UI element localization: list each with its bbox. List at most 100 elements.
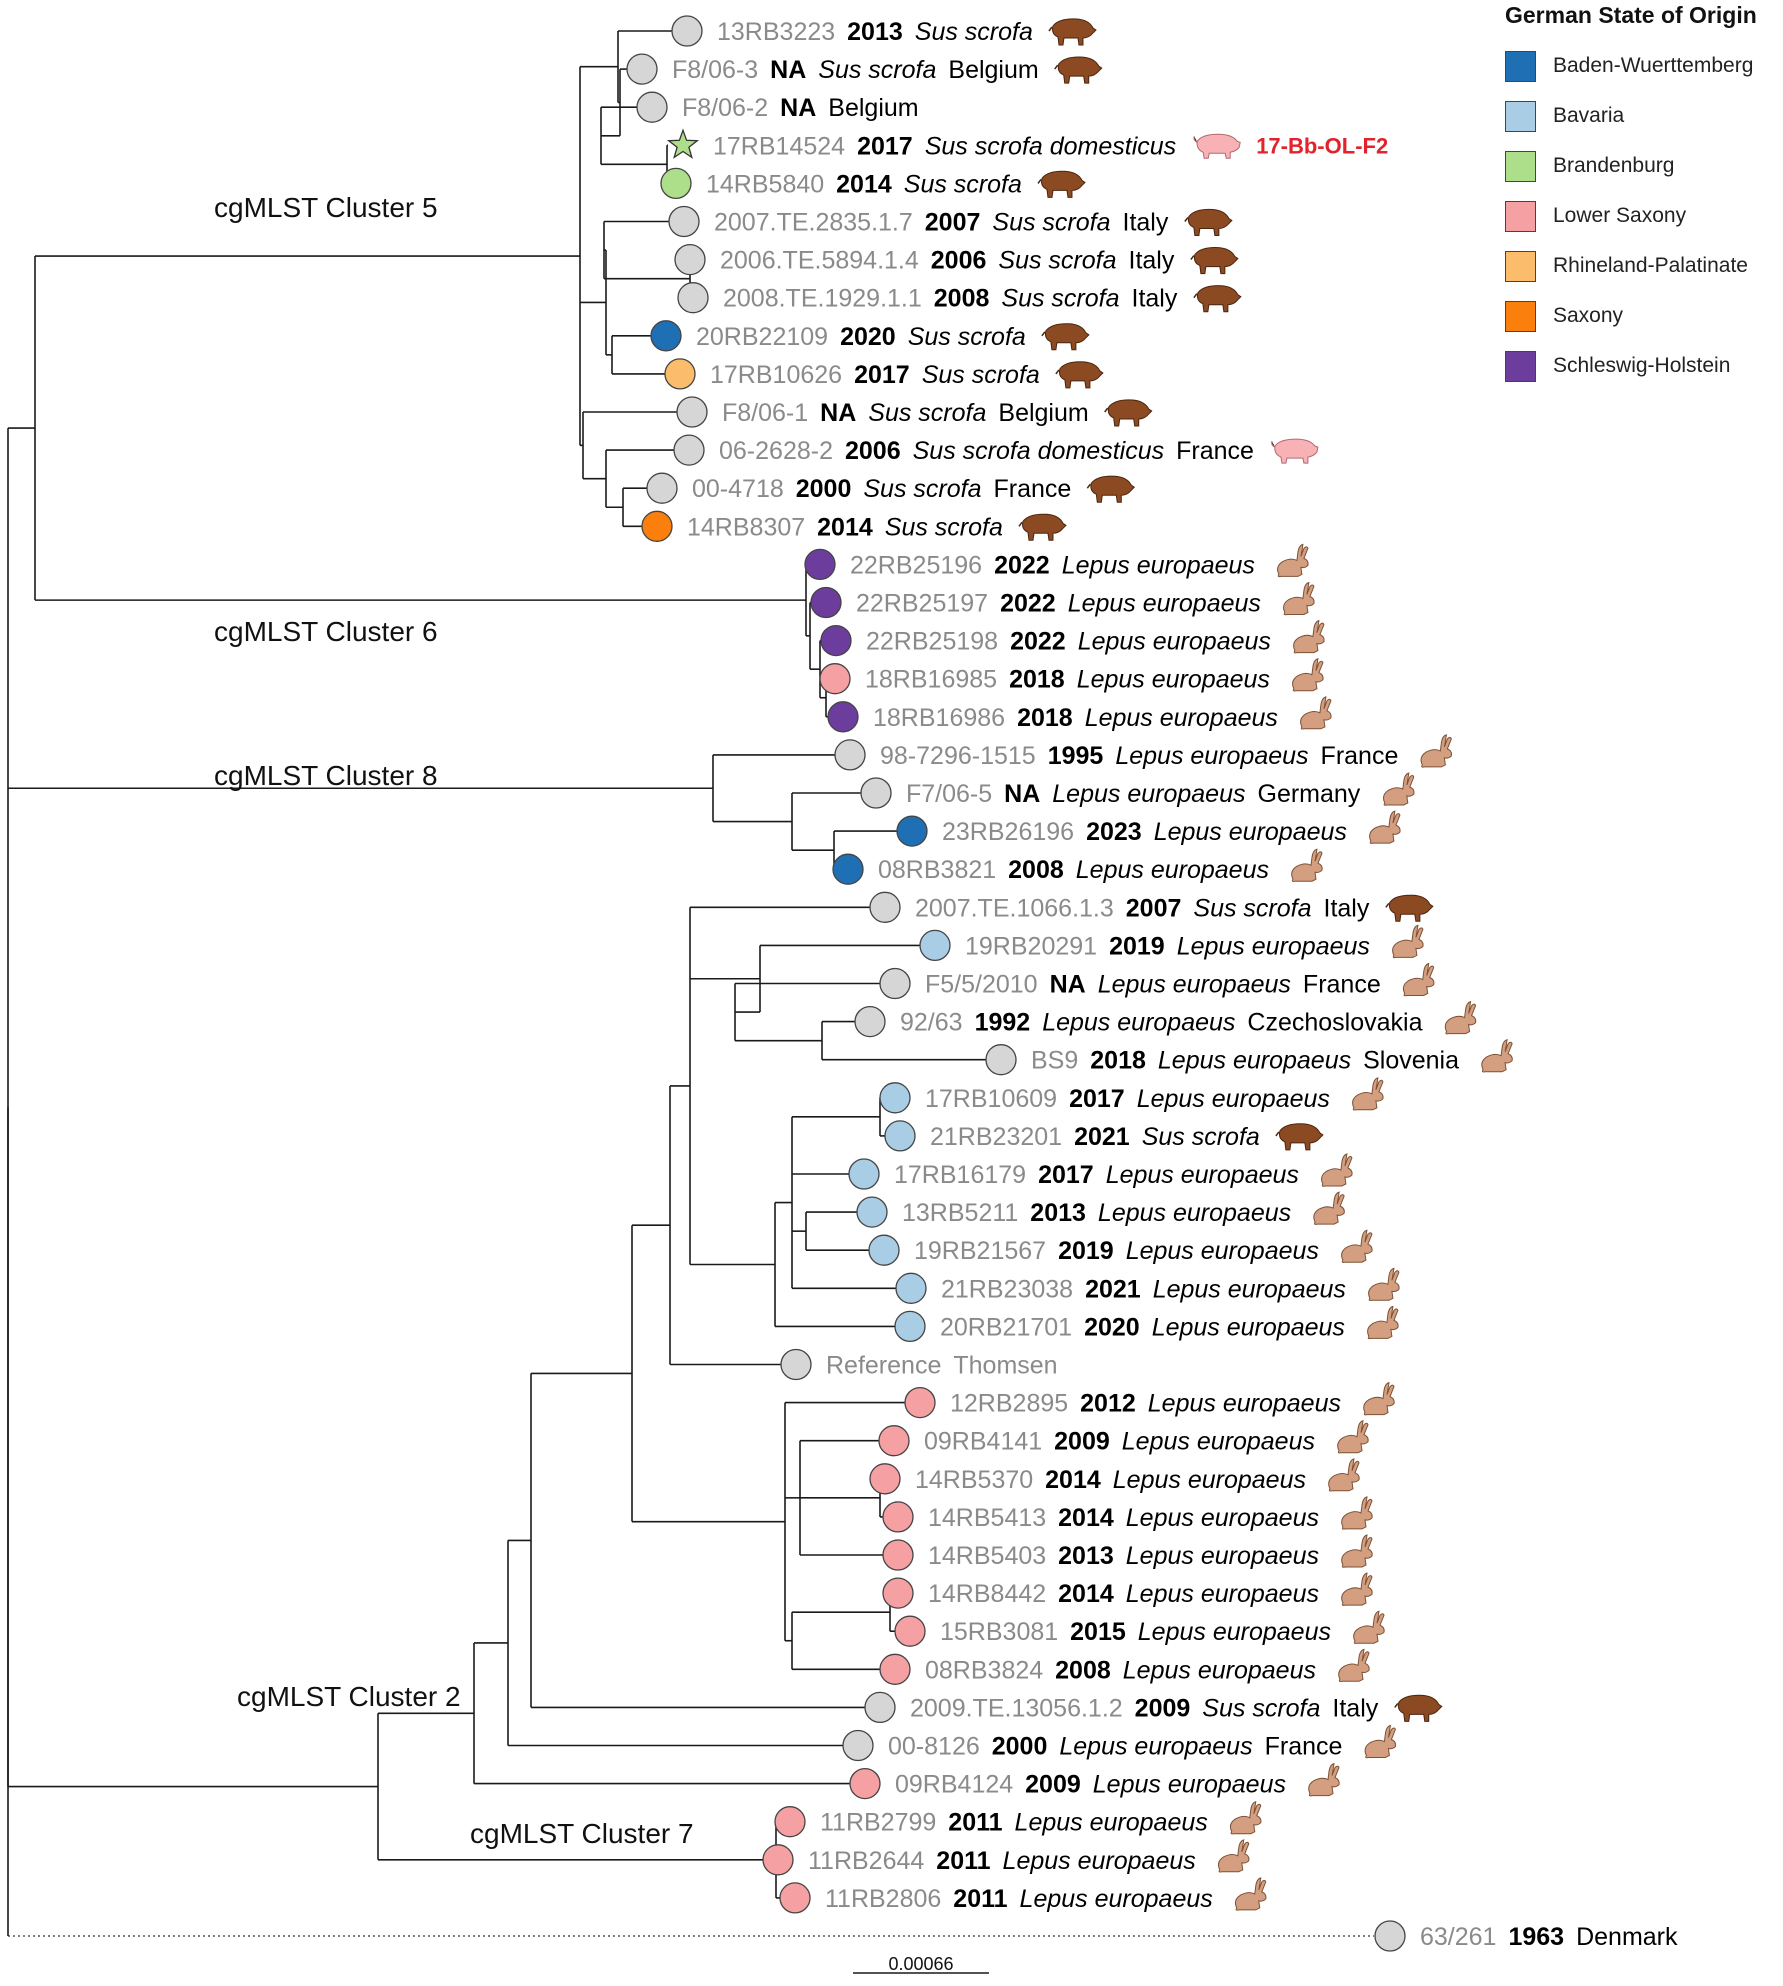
tip-node — [878, 1425, 910, 1457]
tip-node — [774, 1806, 806, 1838]
hare-icon — [1369, 810, 1401, 844]
tip-country: Germany — [1258, 780, 1361, 808]
tip-node — [810, 586, 842, 619]
tip-id: 14RB5403 — [928, 1542, 1046, 1570]
legend-item-ls: Lower Saxony — [1505, 191, 1777, 241]
hare-icon — [1392, 924, 1424, 959]
legend-label: Schleswig-Holstein — [1553, 354, 1731, 377]
hare-icon — [1382, 772, 1415, 806]
tip-year: 2017 — [854, 361, 910, 389]
tip-host: Lepus europaeus — [1076, 856, 1269, 884]
tip-host: Lepus europaeus — [1148, 1390, 1341, 1418]
tip-host: Lepus europaeus — [1003, 1847, 1196, 1875]
tip-year: 2017 — [857, 132, 913, 160]
hare-icon — [1283, 581, 1315, 616]
tip-id: 00-4718 — [692, 475, 784, 503]
hare-icon — [1293, 619, 1325, 654]
tip-year: 2011 — [936, 1847, 990, 1875]
hare-icon — [1229, 1801, 1262, 1835]
legend-item-by: Bavaria — [1505, 91, 1777, 141]
tip-node — [660, 167, 692, 200]
tip-id: 23RB26196 — [942, 818, 1074, 846]
legend-label: Saxony — [1553, 304, 1624, 327]
tip-host: Sus scrofa — [922, 361, 1040, 389]
tip-host: Sus scrofa — [992, 209, 1110, 237]
tip-id: 14RB8442 — [928, 1580, 1046, 1608]
tip-year: 2008 — [1008, 856, 1064, 884]
tip-node — [673, 434, 705, 466]
tip-id: 22RB25197 — [856, 590, 988, 618]
legend-item-bw: Baden-Wuerttemberg — [1505, 41, 1777, 91]
hare-icon — [1308, 1762, 1340, 1797]
tip-country: Italy — [1324, 894, 1370, 922]
tip-node — [848, 1158, 880, 1190]
tip-id: 00-8126 — [888, 1733, 980, 1761]
hare-icon — [1321, 1153, 1353, 1187]
tip-year: 2022 — [994, 551, 1050, 579]
boar-icon — [1048, 18, 1097, 46]
tip-country: Italy — [1123, 209, 1169, 237]
tip-node — [894, 1615, 926, 1647]
tip-year: 2014 — [1045, 1466, 1101, 1494]
tip-host: Lepus europaeus — [1052, 780, 1245, 808]
boar-icon — [1193, 285, 1242, 313]
tip-node — [860, 777, 892, 809]
tip-host: Sus scrofa domesticus — [913, 437, 1165, 465]
pig-icon — [1193, 133, 1241, 159]
tip-node — [641, 510, 673, 542]
pig-icon — [1271, 438, 1319, 464]
tip-country: France — [993, 475, 1071, 503]
tip-country: France — [1265, 1733, 1343, 1761]
legend-item-rp: Rhineland-Palatinate — [1505, 241, 1777, 291]
tip-node — [834, 739, 866, 771]
tip-host: Lepus europaeus — [1154, 818, 1347, 846]
tip-node — [896, 815, 928, 847]
tip-year: 2014 — [836, 170, 892, 198]
boar-icon — [1190, 246, 1239, 275]
tip-host: Lepus europaeus — [1126, 1237, 1319, 1265]
tip-year: 2007 — [925, 209, 981, 237]
tip-id: 06-2628-2 — [719, 437, 833, 465]
tip-node — [626, 53, 658, 85]
legend-label: Brandenburg — [1553, 154, 1675, 177]
tip-id: 13RB3223 — [717, 18, 835, 46]
tip-id: 2006.TE.5894.1.4 — [720, 247, 919, 275]
tip-node — [668, 205, 700, 238]
tip-id: 63/261 — [1420, 1923, 1496, 1951]
tip-country: Slovenia — [1363, 1047, 1459, 1075]
boar-icon — [1275, 1123, 1324, 1151]
hare-icon — [1444, 1000, 1477, 1035]
tip-host: Lepus europaeus — [1106, 1161, 1299, 1189]
tip-country: Italy — [1332, 1694, 1378, 1722]
tip-id: 17RB10609 — [925, 1085, 1057, 1113]
tip-country: Italy — [1129, 247, 1175, 275]
tip-year: 2000 — [796, 475, 852, 503]
boar-icon — [1054, 56, 1103, 84]
legend-label: Baden-Wuerttemberg — [1553, 54, 1754, 77]
boar-icon — [1184, 208, 1233, 236]
tip-id: 14RB8307 — [687, 513, 805, 541]
tip-id: 18RB16986 — [873, 704, 1005, 732]
tip-year: 2020 — [1084, 1313, 1140, 1341]
tip-year: NA — [1004, 780, 1040, 808]
tip-host: Sus scrofa — [818, 56, 936, 84]
tip-id: 2007.TE.2835.1.7 — [714, 209, 913, 237]
